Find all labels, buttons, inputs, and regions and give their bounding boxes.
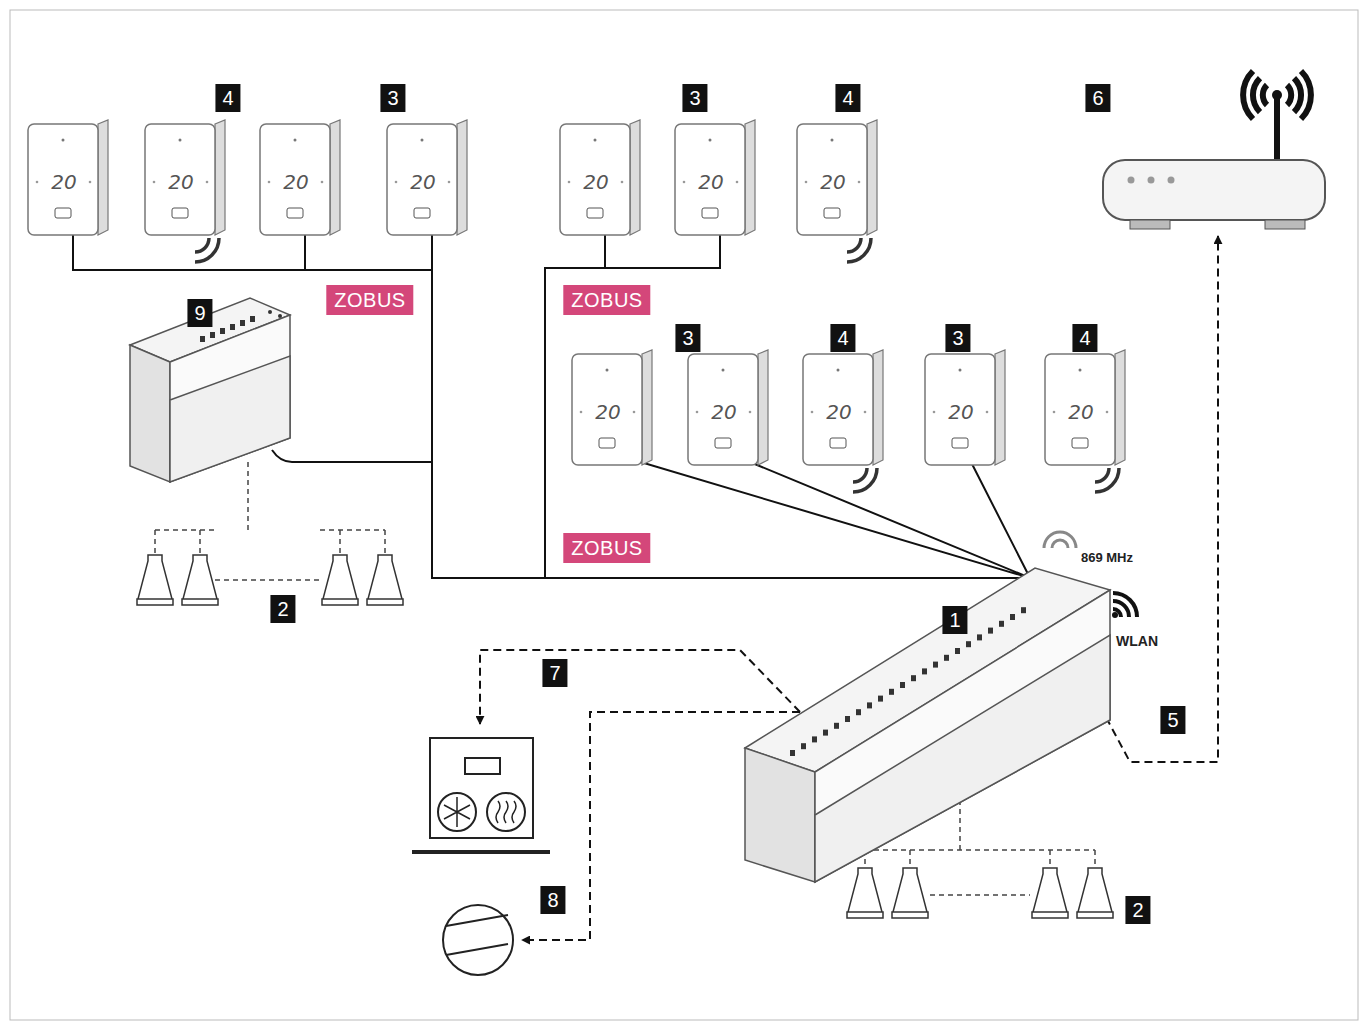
- frequency-label: 869 MHz: [1080, 551, 1134, 565]
- terminal: [922, 668, 927, 674]
- thermostat-reading: 20: [410, 171, 435, 193]
- thermostat-reading: 20: [583, 171, 608, 193]
- callout-number: 3: [380, 84, 405, 112]
- terminal: [999, 621, 1004, 627]
- terminal: [878, 696, 883, 702]
- room-thermostat: [560, 120, 640, 235]
- thermostat-reading: 20: [948, 401, 973, 423]
- callout-number: 3: [682, 84, 707, 112]
- heat-pump-compressor: [443, 905, 513, 975]
- frame: [10, 10, 1358, 1020]
- base-controller: [745, 568, 1110, 882]
- terminal: [977, 634, 982, 640]
- bus-label: ZOBUS: [563, 533, 650, 563]
- room-thermostat: [28, 120, 108, 235]
- terminal: [900, 682, 905, 688]
- callout-number: 3: [945, 324, 970, 352]
- bus-label: ZOBUS: [563, 285, 650, 315]
- terminal: [911, 675, 916, 681]
- terminal: [889, 689, 894, 695]
- callout-number: 4: [1072, 324, 1097, 352]
- room-thermostat: [572, 350, 652, 465]
- terminal: [867, 702, 872, 708]
- room-thermostat: [797, 120, 877, 262]
- thermostat-reading: 20: [283, 171, 308, 193]
- valve-actuator: [367, 555, 403, 605]
- terminal: [988, 628, 993, 634]
- valve-actuator: [847, 868, 883, 918]
- radio-symbol: [1044, 532, 1137, 618]
- actuator-group: [137, 555, 1113, 918]
- valve-actuator: [892, 868, 928, 918]
- thermostat-reading: 20: [168, 171, 193, 193]
- thermostat-reading: 20: [595, 401, 620, 423]
- router: [1103, 71, 1325, 229]
- thermostat-reading: 20: [711, 401, 736, 423]
- thermostat-reading: 20: [698, 171, 723, 193]
- callout-number: 8: [540, 886, 565, 914]
- room-thermostat: [803, 350, 883, 492]
- terminal: [790, 750, 795, 756]
- callout-number: 7: [542, 659, 567, 687]
- terminal: [1010, 614, 1015, 620]
- thermostat-reading: 20: [826, 401, 851, 423]
- room-thermostat: [260, 120, 340, 235]
- callout-number: 6: [1085, 84, 1110, 112]
- callout-number: 3: [675, 324, 700, 352]
- valve-actuator: [182, 555, 218, 605]
- valve-actuator: [1032, 868, 1068, 918]
- heat-cool-unit: [412, 738, 550, 852]
- terminal: [845, 716, 850, 722]
- terminal: [856, 709, 861, 715]
- valve-actuator: [322, 555, 358, 605]
- terminal: [834, 723, 839, 729]
- callout-number: 9: [187, 299, 212, 327]
- wlan-label: WLAN: [1116, 634, 1158, 649]
- thermostat-group: [28, 120, 1125, 492]
- callout-number: 5: [1160, 706, 1185, 734]
- thermostat-reading: 20: [1068, 401, 1093, 423]
- thermostat-reading: 20: [820, 171, 845, 193]
- valve-actuator: [1077, 868, 1113, 918]
- extension-module: [130, 298, 290, 482]
- terminal: [1021, 607, 1026, 613]
- callout-number: 2: [1125, 896, 1150, 924]
- terminal: [801, 743, 806, 749]
- room-thermostat: [925, 350, 1005, 465]
- signal-arrow: [480, 236, 1218, 940]
- room-thermostat: [688, 350, 768, 465]
- zobus-wiring: [73, 226, 1030, 578]
- callout-number: 4: [835, 84, 860, 112]
- thermostat-reading: 20: [51, 171, 76, 193]
- room-thermostat: [1045, 350, 1125, 492]
- terminal: [933, 662, 938, 668]
- callout-number: 2: [270, 595, 295, 623]
- room-thermostat: [145, 120, 225, 262]
- callout-number: 4: [830, 324, 855, 352]
- terminal: [944, 655, 949, 661]
- bus-label: ZOBUS: [326, 285, 413, 315]
- terminal: [823, 730, 828, 736]
- terminal: [955, 648, 960, 654]
- callout-number: 1: [942, 606, 967, 634]
- terminal: [812, 736, 817, 742]
- room-thermostat: [387, 120, 467, 235]
- callout-number: 4: [215, 84, 240, 112]
- terminal: [966, 641, 971, 647]
- valve-actuator: [137, 555, 173, 605]
- room-thermostat: [675, 120, 755, 235]
